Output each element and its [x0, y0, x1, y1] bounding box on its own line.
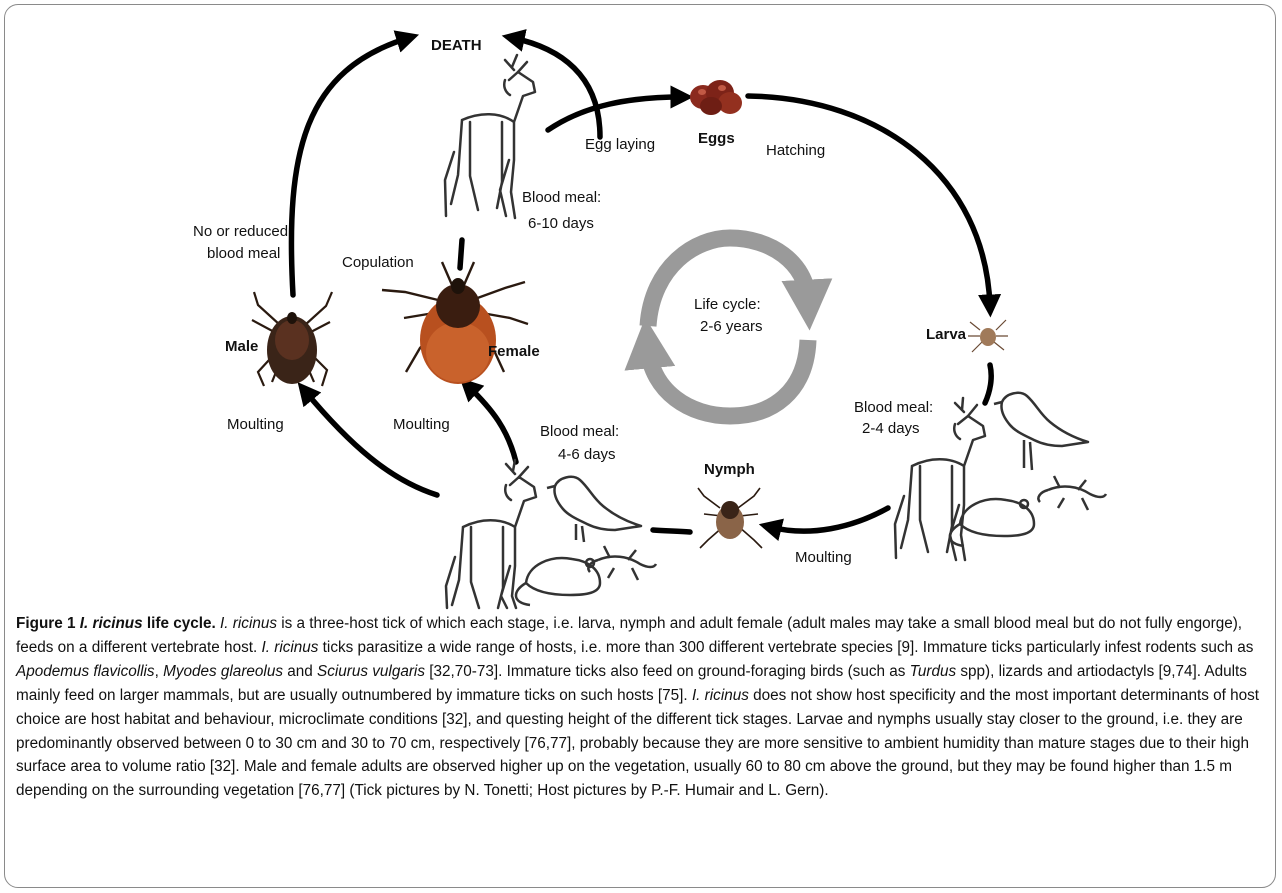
label-female: Female [488, 343, 540, 360]
label-copulation: Copulation [342, 254, 414, 271]
caption-figure-number: Figure 1 [16, 615, 76, 632]
label-nymph: Nymph [704, 461, 755, 478]
arrow-host-to-male [305, 391, 437, 495]
cycle-arrow-bottom [648, 340, 808, 416]
label-male: Male [225, 338, 258, 355]
tick-image-male [252, 292, 332, 386]
figure-caption: Figure 1 I. ricinus life cycle. I. ricin… [16, 612, 1264, 803]
rodent-icon-nymph-host [516, 558, 600, 605]
caption-species-myodes: Myodes glareolus [163, 663, 283, 680]
arrow-larva-to-host [985, 365, 991, 403]
label-egg-laying: Egg laying [585, 136, 655, 153]
label-larva: Larva [926, 326, 967, 343]
bird-icon-nymph-host [547, 477, 641, 542]
eggs-image [690, 80, 742, 115]
label-blood-meal-larva: Blood meal: [854, 399, 933, 416]
arrow-nymph-to-host [653, 530, 690, 532]
arrow-host-to-female [468, 386, 516, 462]
label-blood-meal-nymph: Blood meal: [540, 423, 619, 440]
label-blood-meal-female: Blood meal: [522, 189, 601, 206]
life-cycle-diagram: DEATH Egg laying Eggs Hatching Blood mea… [0, 0, 1282, 610]
arrow-host-to-nymph [770, 508, 888, 531]
label-moulting-nymph: Moulting [795, 549, 852, 566]
label-eggs: Eggs [698, 130, 735, 147]
label-moulting-female: Moulting [393, 416, 450, 433]
caption-species-apodemus: Apodemus flavicollis [16, 663, 155, 680]
caption-species-5: I. ricinus [692, 687, 749, 704]
label-blood-meal-larva-duration: 2-4 days [862, 420, 920, 437]
caption-species-1: I. ricinus [220, 615, 277, 632]
copulation-line [460, 240, 462, 268]
tick-image-female [382, 262, 528, 384]
label-blood-meal-male: blood meal [207, 245, 280, 262]
label-life-cycle: Life cycle: [694, 296, 761, 313]
caption-species-sciurus: Sciurus vulgaris [317, 663, 425, 680]
bird-icon-larva-host [994, 393, 1088, 470]
tick-image-larva [968, 320, 1008, 352]
label-hatching: Hatching [766, 142, 825, 159]
cycle-arrows [291, 38, 991, 532]
caption-species-turdus: Turdus [910, 663, 956, 680]
caption-species-2: I. ricinus [261, 639, 318, 656]
label-death: DEATH [431, 37, 482, 54]
caption-text-2: ticks parasitize a wide range of hosts, … [318, 639, 1253, 656]
label-life-cycle-duration: 2-6 years [700, 318, 763, 335]
label-no-reduced: No or reduced [193, 223, 288, 240]
label-blood-meal-nymph-duration: 4-6 days [558, 446, 616, 463]
arrow-female-to-eggs [548, 97, 682, 130]
label-moulting-male: Moulting [227, 416, 284, 433]
caption-title: I. ricinus life cycle. [80, 615, 216, 632]
arrow-eggs-to-larva [748, 96, 990, 306]
lizard-icon-larva-host [1038, 476, 1106, 510]
label-blood-meal-female-duration: 6-10 days [528, 215, 594, 232]
caption-text-3: [32,70-73]. Immature ticks also feed on … [425, 663, 910, 680]
tick-image-nymph [698, 488, 762, 548]
